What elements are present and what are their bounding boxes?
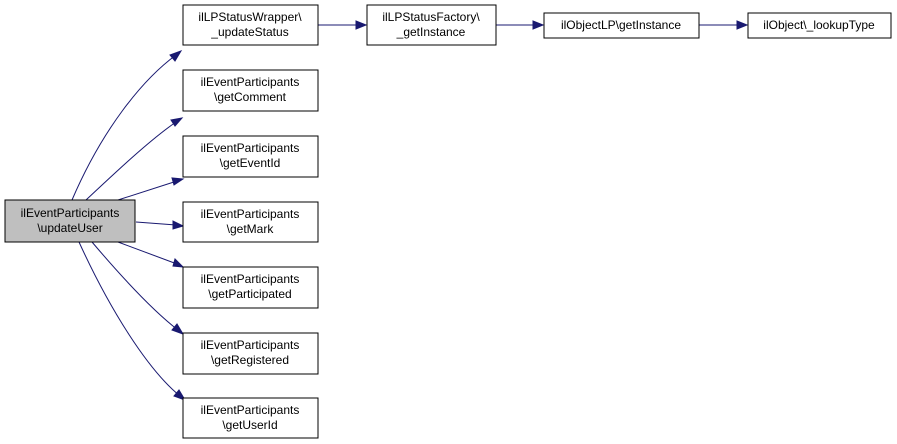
node-label-line2: _getInstance — [396, 25, 466, 39]
node-label-line1: ilEventParticipants — [201, 338, 300, 352]
edge-root-to-get-event-id — [117, 177, 185, 201]
node-label-line1: ilLPStatusWrapper\ — [198, 10, 302, 24]
node-label-line2: \getParticipated — [208, 287, 291, 301]
node-object-lp-get-instance[interactable]: ilObjectLP\getInstance — [543, 12, 700, 39]
node-label-line1: ilEventParticipants — [201, 141, 300, 155]
node-label-line2: \getEventId — [220, 156, 281, 170]
node-label-line2: \getComment — [214, 90, 287, 104]
node-label: ilObject\_lookupType — [763, 18, 875, 32]
node-get-event-id[interactable]: ilEventParticipants \getEventId — [182, 135, 319, 178]
node-get-participated[interactable]: ilEventParticipants \getParticipated — [182, 266, 319, 309]
node-get-registered[interactable]: ilEventParticipants \getRegistered — [182, 332, 319, 375]
node-label-line2: _updateStatus — [210, 25, 288, 39]
node-label-line1: ilEventParticipants — [201, 272, 300, 286]
node-lp-status-factory[interactable]: ilLPStatusFactory\ _getInstance — [366, 4, 497, 46]
node-label-line1: ilEventParticipants — [21, 206, 120, 220]
node-label: ilObjectLP\getInstance — [561, 18, 681, 32]
edge-object-lp-to-lookup-type — [699, 20, 749, 30]
node-label-line1: ilLPStatusFactory\ — [382, 10, 480, 24]
edge-root-to-get-participated — [117, 241, 185, 268]
node-label-line2: \getMark — [227, 222, 275, 236]
node-update-status[interactable]: ilLPStatusWrapper\ _updateStatus — [182, 4, 319, 46]
edge-factory-to-object-lp — [496, 20, 545, 30]
edge-update-status-to-factory — [318, 20, 368, 30]
node-label-line1: ilEventParticipants — [201, 207, 300, 221]
node-get-comment[interactable]: ilEventParticipants \getComment — [182, 69, 319, 112]
node-update-user[interactable]: ilEventParticipants \updateUser — [4, 199, 136, 243]
node-object-lookup-type[interactable]: ilObject\_lookupType — [747, 12, 892, 39]
node-label-line2: \updateUser — [37, 221, 102, 235]
edge-root-to-get-user-id — [78, 241, 187, 401]
node-get-mark[interactable]: ilEventParticipants \getMark — [182, 201, 319, 243]
edge-root-to-get-registered — [91, 241, 185, 335]
edge-root-to-get-comment — [85, 117, 184, 201]
node-label-line1: ilEventParticipants — [201, 403, 300, 417]
edge-root-to-get-mark — [135, 220, 185, 230]
node-get-user-id[interactable]: ilEventParticipants \getUserId — [182, 397, 319, 439]
node-label-line1: ilEventParticipants — [201, 75, 300, 89]
node-label-line2: \getRegistered — [211, 353, 289, 367]
edge-root-to-update-status — [71, 50, 183, 201]
node-label-line2: \getUserId — [222, 418, 277, 432]
